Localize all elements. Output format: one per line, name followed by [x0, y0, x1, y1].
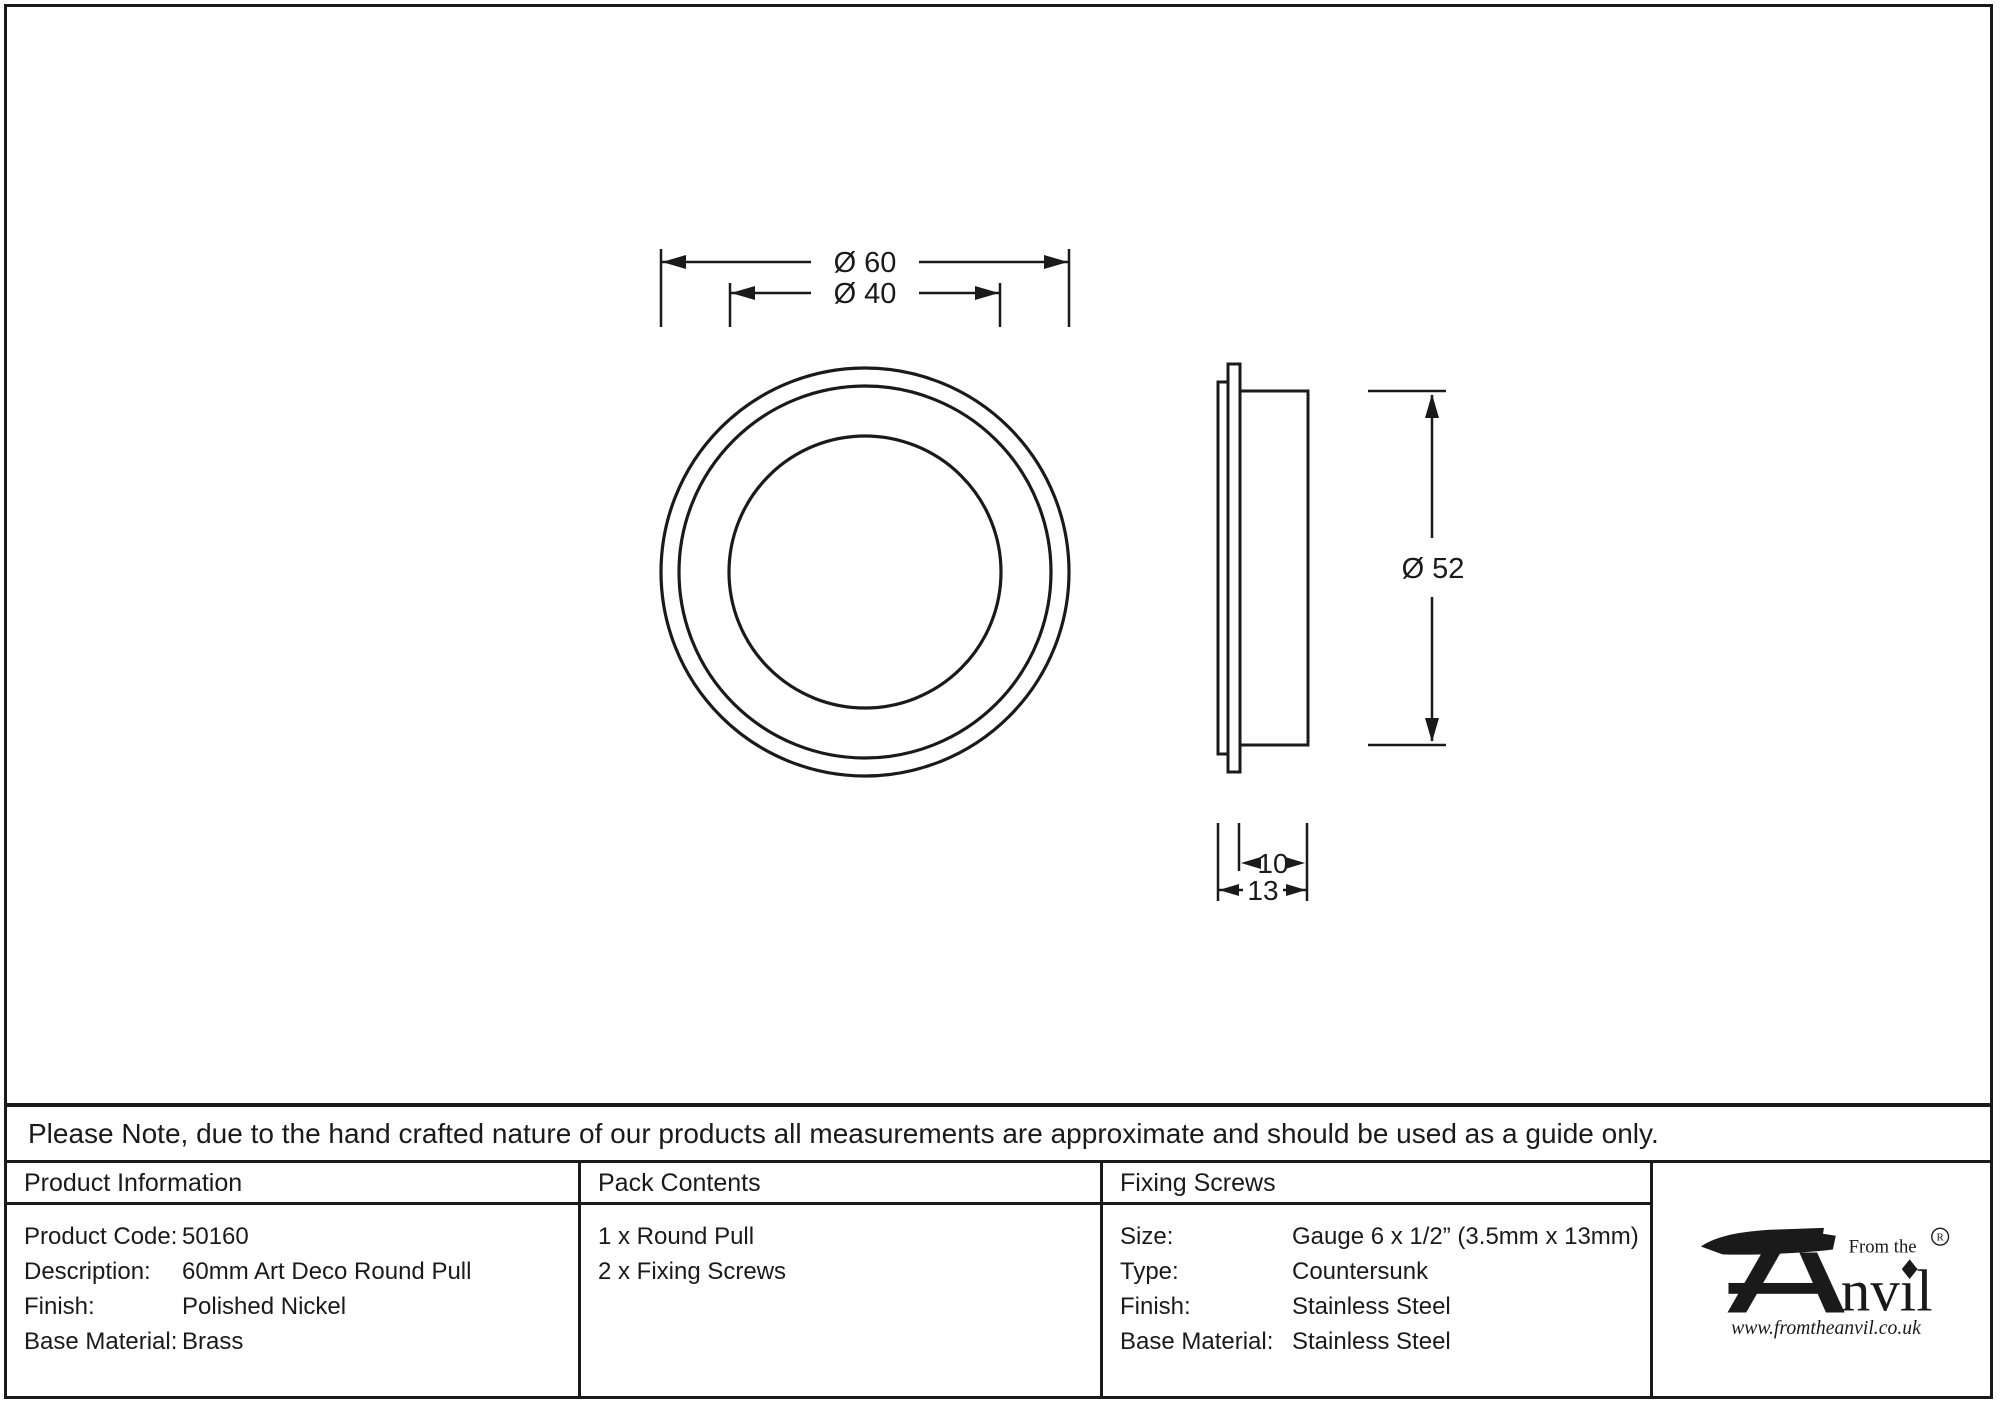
row-value: 50160 [182, 1223, 249, 1250]
fixing-screws-header: Fixing Screws [1103, 1163, 1650, 1205]
table-row: Size: Gauge 6 x 1/2” (3.5mm x 13mm) [1120, 1219, 1650, 1254]
row-value: Gauge 6 x 1/2” (3.5mm x 13mm) [1292, 1223, 1639, 1250]
front-view-circles [659, 366, 1071, 778]
product-information-header: Product Information [7, 1163, 578, 1205]
row-label: Finish: [24, 1293, 95, 1320]
table-row: Description: 60mm Art Deco Round Pull [24, 1254, 578, 1289]
table-row: Finish: Polished Nickel [24, 1289, 578, 1324]
row-label: Description: [24, 1258, 151, 1285]
logo-url-text: www.fromtheanvil.co.uk [1731, 1317, 1922, 1339]
measurement-note-bar: Please Note, due to the hand crafted nat… [7, 1103, 1993, 1163]
technical-drawing-area: Ø 60 Ø 40 Ø 52 10 13 [7, 7, 1993, 1103]
brand-logo-column: From the nvıl R www.fromtheanvil.co.uk [1650, 1163, 1993, 1399]
svg-text:R: R [1937, 1232, 1945, 1244]
spec-table: Product Information Product Code:50160 D… [7, 1163, 1993, 1399]
pack-contents-header: Pack Contents [581, 1163, 1100, 1205]
dim-diameter-60 [659, 249, 1071, 327]
row-label: Base Material: [24, 1328, 178, 1355]
diamond-tittle [1901, 1259, 1918, 1280]
dim-depth-10-13 [1216, 823, 1309, 901]
dim-label-40: Ø 40 [834, 278, 897, 310]
row-value: Stainless Steel [1292, 1328, 1451, 1355]
table-row: Product Code:50160 [24, 1219, 578, 1254]
row-label: Base Material: [1120, 1328, 1274, 1355]
dim-label-52: Ø 52 [1402, 553, 1465, 585]
list-item: 1 x Round Pull [598, 1223, 755, 1250]
table-row: Type: Countersunk [1120, 1254, 1650, 1289]
side-view-profile [1216, 362, 1310, 774]
dim-diameter-40 [728, 283, 1002, 327]
table-row: Base Material: Stainless Steel [1120, 1324, 1650, 1359]
dim-diameter-52 [1368, 389, 1446, 747]
registered-mark-icon: R [1931, 1227, 1950, 1246]
row-label: Type: [1120, 1258, 1179, 1285]
row-value: Countersunk [1292, 1258, 1429, 1285]
from-the-anvil-logo: From the nvıl R www.fromtheanvil.co.uk [1653, 1163, 1993, 1399]
table-row: Finish: Stainless Steel [1120, 1289, 1650, 1324]
pack-contents-column: Pack Contents 1 x Round Pull 2 x Fixing … [578, 1163, 1100, 1399]
page-border-frame: Ø 60 Ø 40 Ø 52 10 13 Please Note, due to… [4, 4, 1993, 1399]
list-item: 2 x Fixing Screws [598, 1258, 787, 1285]
row-value: 60mm Art Deco Round Pull [182, 1258, 472, 1285]
dim-label-60: Ø 60 [834, 247, 897, 279]
measurement-note-text: Please Note, due to the hand crafted nat… [28, 1118, 1659, 1149]
anvil-logo-icon: From the nvıl R www.fromtheanvil.co.uk [1700, 1227, 1950, 1339]
product-information-column: Product Information Product Code:50160 D… [7, 1163, 578, 1399]
row-label: Size: [1120, 1223, 1174, 1250]
row-label: Product Code: [24, 1223, 178, 1250]
dim-label-13: 13 [1247, 875, 1278, 906]
fixing-screws-column: Fixing Screws Size: Gauge 6 x 1/2” (3.5mm… [1100, 1163, 1650, 1399]
row-value: Stainless Steel [1292, 1293, 1451, 1320]
technical-drawing-svg: Ø 60 Ø 40 Ø 52 10 13 [659, 247, 1465, 906]
table-row: Base Material:Brass [24, 1324, 578, 1359]
dim-label-10: 10 [1257, 848, 1288, 879]
row-value: Brass [182, 1328, 244, 1355]
row-label: Finish: [1120, 1293, 1191, 1320]
logo-prefix-text: From the [1849, 1236, 1917, 1257]
logo-name-text: nvıl [1841, 1258, 1933, 1324]
row-value: Polished Nickel [182, 1293, 347, 1320]
anvil-icon [1700, 1227, 1836, 1255]
